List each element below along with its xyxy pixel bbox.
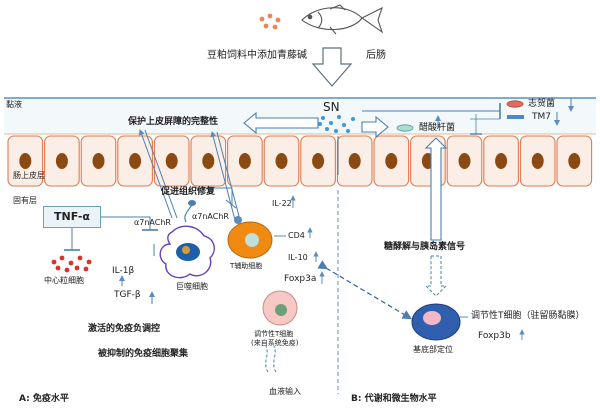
shigella-label: 志贺菌 — [528, 99, 556, 109]
tm7-icon — [507, 115, 524, 119]
section-b-label: B: 代谢和微生物水平 — [351, 394, 437, 404]
cell-nucleus — [129, 153, 142, 169]
foxp3a-label: Foxp3a — [284, 274, 317, 284]
cell-nucleus — [202, 153, 215, 169]
cell-nucleus — [275, 153, 288, 169]
glyco-label: 糖酵解与胰岛素信号 — [384, 242, 466, 252]
neutrophil-label: 中心粒细胞 — [44, 276, 84, 285]
neutrophil-dots — [51, 255, 92, 273]
shigella-icon — [506, 100, 524, 108]
il22-label: IL-22 — [272, 199, 292, 208]
foxp3b-label: Foxp3b — [478, 331, 511, 341]
feed-text: 豆粕饲料中添加青藤碱 — [207, 50, 307, 61]
treg-resident-label: 调节性T细胞（驻留肠黏膜） — [471, 311, 585, 321]
suppressed-label: 被抑制的免疫细胞聚集 — [98, 349, 189, 359]
sn-dots — [318, 115, 355, 133]
blood-label: 血液输入 — [269, 387, 301, 396]
epithelial-cells — [7, 135, 593, 187]
hindgut-label: 后肠 — [366, 50, 386, 61]
acetic-arrow — [361, 115, 389, 139]
protect-arrow — [243, 111, 319, 135]
cell-nucleus — [568, 153, 581, 169]
basal-label: 基底部定位 — [413, 345, 453, 354]
a7-left-label: α7nAChR — [134, 218, 171, 227]
cell-nucleus — [92, 153, 105, 169]
macrophage-label: 巨噬细胞 — [176, 282, 208, 291]
cell-nucleus — [531, 153, 544, 169]
cell-nucleus — [458, 153, 471, 169]
treg-systemic-label-2: (来自系统免疫) — [251, 339, 299, 347]
tgfb-label: TGF-β — [114, 290, 141, 300]
cell-nucleus — [55, 153, 68, 169]
treg-link — [317, 260, 413, 320]
repair-label: 促进组织修复 — [161, 187, 216, 197]
glyco-arrow — [424, 137, 448, 241]
mucus-label: 黏液 — [6, 100, 22, 109]
activated-label: 激活的免疫负调控 — [88, 324, 161, 334]
protect-label: 保护上皮屏障的完整性 — [128, 117, 219, 127]
treg-systemic-label-1: 调节性T细胞 — [254, 330, 294, 338]
cell-nucleus — [238, 153, 251, 169]
tnf-box: TNF-α — [43, 206, 101, 228]
section-a-label: A: 免疫水平 — [19, 394, 69, 404]
cell-nucleus — [19, 153, 32, 169]
tm7-label: TM7 — [532, 112, 551, 122]
il1b-label: IL-1β — [112, 266, 135, 276]
cell-nucleus — [385, 153, 398, 169]
feed-pellets — [259, 13, 281, 30]
sn-label: SN — [323, 100, 340, 114]
cd4-label: CD4 — [288, 231, 305, 240]
epithelium-label: 肠上皮层 — [13, 171, 45, 180]
cell-nucleus — [165, 153, 178, 169]
a7-right-label: α7nAChR — [192, 212, 229, 221]
t-helper-label: T辅助细胞 — [230, 262, 263, 270]
lamina-label: 固有层 — [13, 196, 37, 205]
fish-icon — [301, 4, 384, 35]
cell-nucleus — [495, 153, 508, 169]
feed-down-arrow — [311, 47, 353, 87]
il10-label: IL-10 — [288, 253, 308, 262]
acetic-label: 醋酸杆菌 — [419, 123, 456, 133]
cell-nucleus — [348, 153, 361, 169]
acetic-bacteria-icon — [396, 124, 414, 132]
cell-nucleus — [312, 153, 325, 169]
